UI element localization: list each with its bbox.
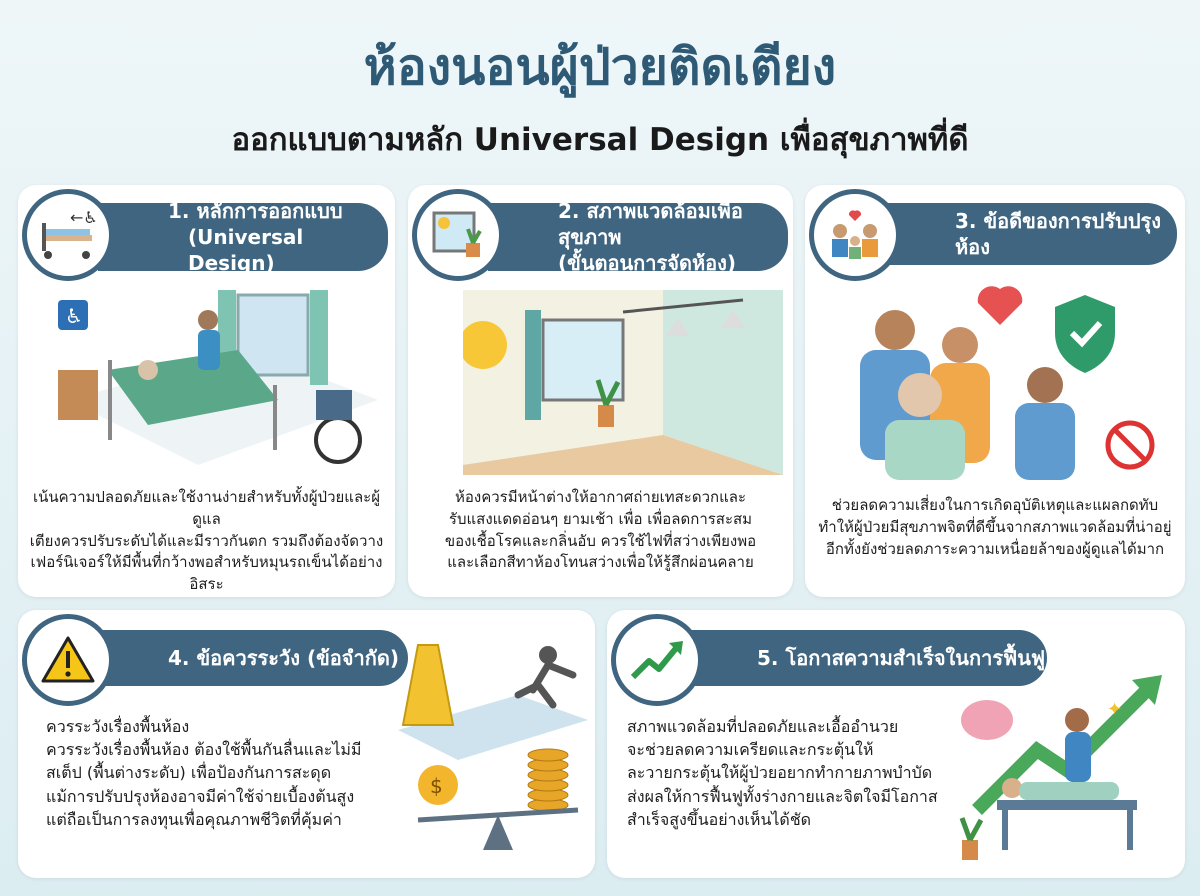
body-line: ละวายกระตุ้นให้ผู้ป่วยอยากทำกายภาพบำบัด [627,763,933,783]
body-line: อีกทั้งยังช่วยลดภาระความเหนื่อยล้าของผู้… [825,539,1165,558]
body-line: ของเชื้อโรคและกลิ่นอับ ควรใช้ไฟที่สว่างเ… [444,531,757,550]
body-line: สเต็ป (พื้นต่างระดับ) เพื่อป้องกันการสะด… [46,763,332,783]
body-line: ควรระวังเรื่องพื้นห้อง [46,717,190,736]
svg-text:✦: ✦ [1107,699,1122,720]
card-heading: 4. ข้อควรระวัง (ข้อจำกัด) [98,630,408,686]
trend-up-icon [611,614,703,706]
heading-line1: 3. ข้อดีของการปรับปรุงห้อง [955,209,1162,259]
card-heading: 2. สภาพแวดล้อมเพื่อสุขภาพ (ขั้นตอนการจัด… [488,199,788,275]
card-recovery-success: 5. โอกาสความสำเร็จในการฟื้นฟู ✦ สภาพแวดล… [607,610,1185,878]
body-line: เฟอร์นิเจอร์ให้มีพื้นที่กว้างพอสำหรับหมุ… [30,553,383,593]
card-body: ควรระวังเรื่องพื้นห้อง ควรระวังเรื่องพื้… [46,715,396,831]
page-title: ห้องนอนผู้ป่วยติดเตียง [363,38,837,96]
card-body: เน้นความปลอดภัยและใช้งานง่ายสำหรับทั้งผู… [24,487,389,596]
body-line: สภาพแวดล้อมที่ปลอดภัยและเอื้ออำนวย [627,717,899,736]
card-benefits: 3. ข้อดีของการปรับปรุงห้อง ช่วยลดความเสี… [805,185,1185,597]
bed-wheelchair-icon: ←♿ [22,189,114,281]
family-care-illustration [860,286,1155,480]
body-line: ควรระวังเรื่องพื้นห้อง ต้องใช้พื้นกันลื่… [46,740,362,760]
card-heading: 1. หลักการออกแบบ (Universal Design) [98,199,388,275]
heading-line2: (ขั้นตอนการจัดห้อง) [558,251,737,275]
svg-text:$: $ [430,774,443,798]
heading-line1: 4. ข้อควรระวัง (ข้อจำกัด) [168,646,399,670]
card-body: ห้องควรมีหน้าต่างให้อากาศถ่ายเทสะดวกและ … [416,487,785,574]
card-body: สภาพแวดล้อมที่ปลอดภัยและเอื้ออำนวย จะช่ว… [627,715,967,831]
body-line: จะช่วยลดความเครียดและกระตุ้นให้ [627,740,874,760]
card-body: ช่วยลดความเสี่ยงในการเกิดอุบัติเหตุและแผ… [811,495,1179,560]
page-subtitle: ออกแบบตามหลัก Universal Design เพื่อสุขภ… [231,122,969,158]
body-line: ห้องควรมีหน้าต่างให้อากาศถ่ายเทสะดวกและ [454,488,747,506]
heading-line1: 2. สภาพแวดล้อมเพื่อสุขภาพ [558,199,743,249]
svg-text:←♿: ←♿ [70,208,98,227]
body-line: และเลือกสีทาห้องโทนสว่างเพื่อให้รู้สึกผ่… [447,553,754,572]
body-line: เน้นความปลอดภัยและใช้งานง่ายสำหรับทั้งผู… [33,488,380,528]
family-heart-icon [809,189,901,281]
bedroom-illustration: ♿ [58,290,378,465]
bright-room-illustration [463,290,783,475]
rehab-illustration: ✦ [959,675,1162,860]
body-line: ส่งผลให้การฟื้นฟูทั้งร่างกายและจิตใจมีโอ… [627,786,938,806]
body-line: รับแสงแดดอ่อนๆ ยามเช้า เพื่อ เพื่อลดการส… [448,509,753,528]
body-line: เตียงควรปรับระดับได้และมีราวกันตก รวมถึง… [29,531,384,550]
window-plant-icon [412,189,504,281]
heading-line1: 1. หลักการออกแบบ [168,199,343,223]
card-healthy-environment: 2. สภาพแวดล้อมเพื่อสุขภาพ (ขั้นตอนการจัด… [408,185,793,597]
card-design-principles: 1. หลักการออกแบบ (Universal Design) ←♿ ♿… [18,185,395,597]
card-heading: 3. ข้อดีของการปรับปรุงห้อง [885,203,1177,265]
heading-line2: (Universal Design) [188,225,304,275]
body-line: ช่วยลดความเสี่ยงในการเกิดอุบัติเหตุและแผ… [831,496,1159,514]
body-line: สำเร็จสูงขึ้นอย่างเห็นได้ชัด [627,809,812,829]
heading-line1: 5. โอกาสความสำเร็จในการฟื้นฟู [757,646,1046,670]
body-line: แต่ถือเป็นการลงทุนเพื่อคุณภาพชีวิตที่คุ้… [46,809,342,829]
body-line: แม้การปรับปรุงห้องอาจมีค่าใช้จ่ายเบื้องต… [46,786,355,806]
slip-cost-illustration: $ [398,644,588,850]
card-heading: 5. โอกาสความสำเร็จในการฟื้นฟู [687,630,1047,686]
card-precautions: 4. ข้อควรระวัง (ข้อจำกัด) $ ควรระวังเรื่… [18,610,595,878]
warning-icon [22,614,114,706]
svg-text:♿: ♿ [65,304,83,328]
body-line: ทำให้ผู้ป่วยมีสุขภาพจิตที่ดีขึ้นจากสภาพแ… [818,517,1172,536]
